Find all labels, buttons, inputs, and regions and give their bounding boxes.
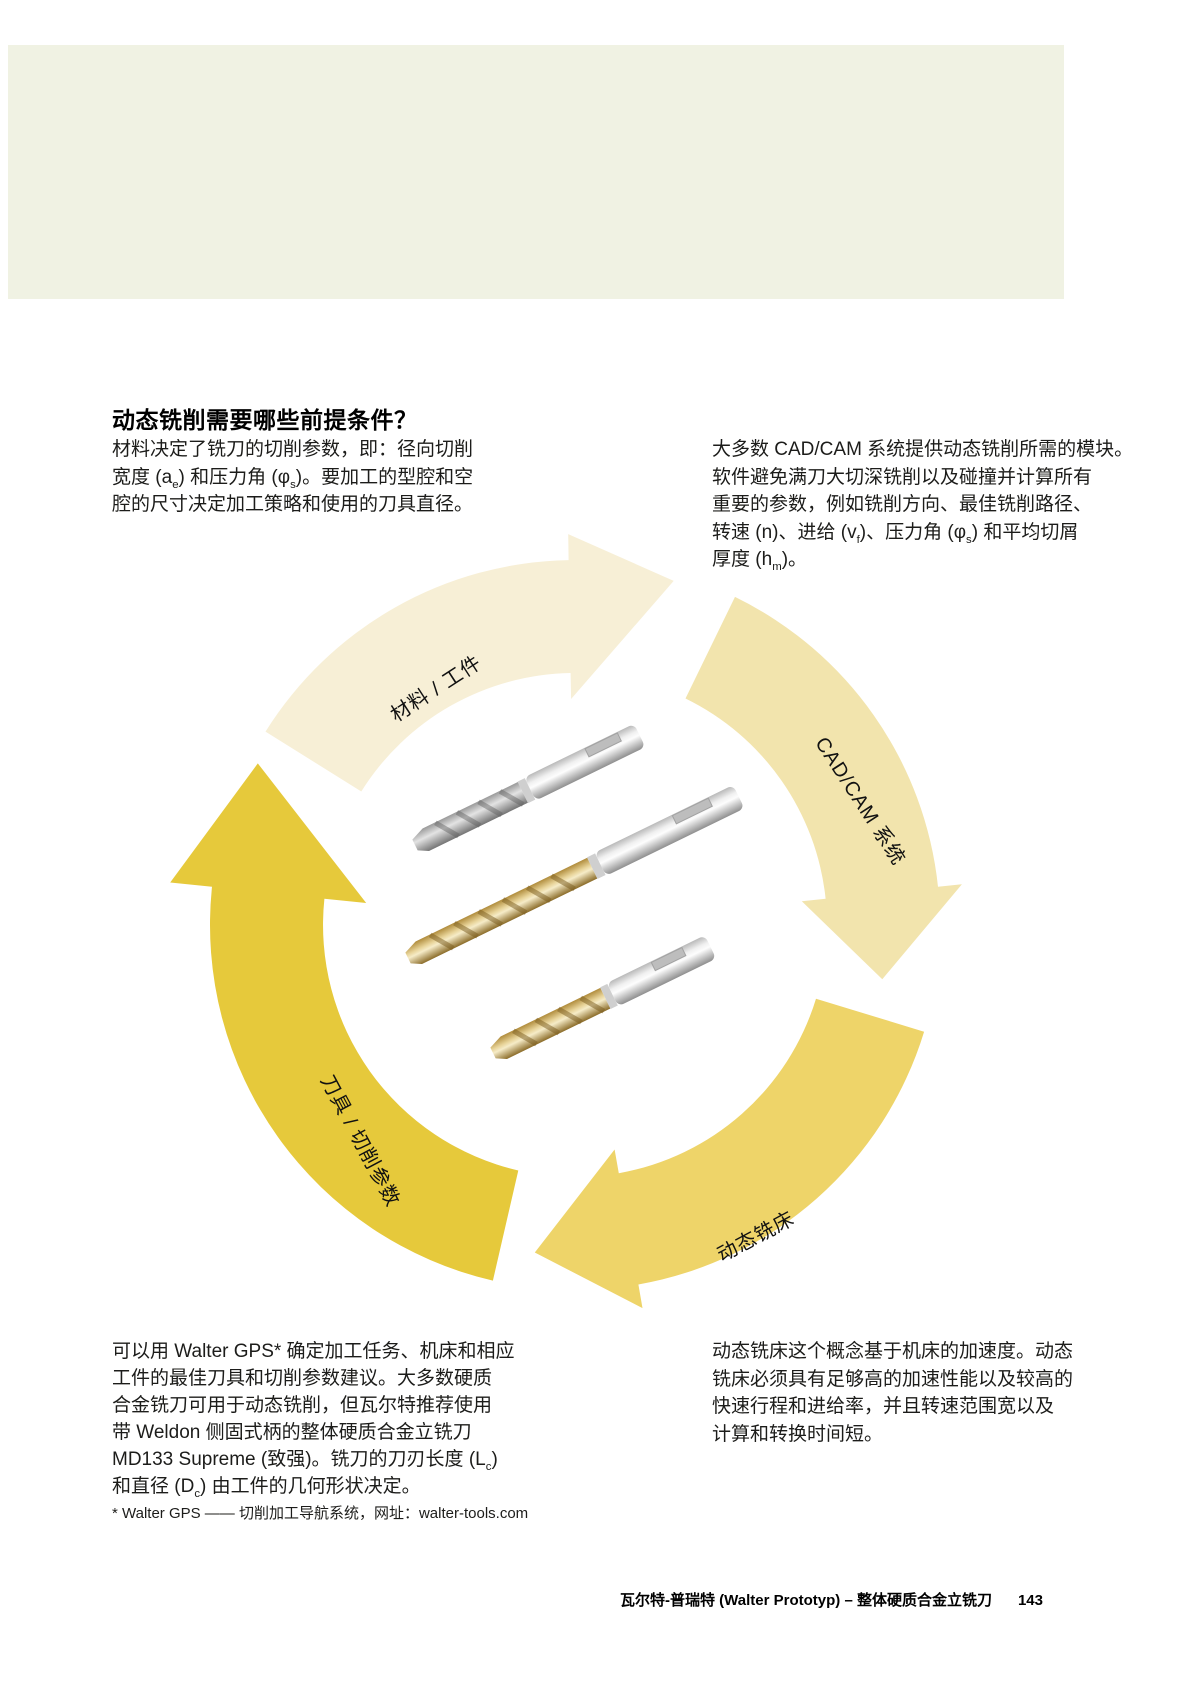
text-line: 软件避免满刀大切深铣削以及碰撞并计算所有 <box>712 466 1093 488</box>
cycle-ring-segments <box>170 534 962 1309</box>
footer-page-number: 143 <box>1017 1592 1043 1609</box>
text-line: 快速行程和进给率，并且转速范围宽以及 <box>712 1396 1055 1417</box>
text-line: 腔的尺寸决定加工策略和使用的刀具直径。 <box>112 494 474 515</box>
cycle-arrow-segment <box>534 998 925 1309</box>
text-line: 和直径 (Dc) 由工件的几何形状决定。 <box>112 1476 421 1500</box>
text-line: 可以用 Walter GPS* 确定加工任务、机床和相应 <box>112 1341 515 1362</box>
end-mill-photo-3 <box>490 937 715 1059</box>
text-line: 宽度 (ae) 和压力角 (φs)。要加工的型腔和空 <box>112 466 474 491</box>
text-line: 铣床必须具有足够高的加速性能以及较高的 <box>712 1368 1074 1390</box>
text-line: 工件的最佳刀具和切削参数建议。大多数硬质 <box>112 1368 493 1389</box>
page-footer: 瓦尔特-普瑞特 (Walter Prototyp) – 整体硬质合金立铣刀 14… <box>620 1589 1043 1610</box>
end-mill-photo-2 <box>405 787 743 964</box>
walter-gps-footnote: * Walter GPS —— 切削加工导航系统，网址：walter-tools… <box>112 1505 529 1522</box>
text-line: 重要的参数，例如铣削方向、最佳铣削路径、 <box>712 494 1093 515</box>
dynamic-milling-cycle-diagram: 材料 / 工件 CAD/CAM 系统 动态铣床 刀具 / 切削参数 <box>150 495 1000 1315</box>
text-line: MD133 Supreme (致强)。铣刀的刀刃长度 (Lc) <box>112 1449 498 1473</box>
text-line: 带 Weldon 侧固式柄的整体硬质合金立铣刀 <box>112 1422 472 1443</box>
text-line: 计算和转换时间短。 <box>712 1423 884 1445</box>
cycle-arrows-graphic <box>170 534 962 1309</box>
text-line: 合金铣刀可用于动态铣削，但瓦尔特推荐使用 <box>112 1395 493 1416</box>
cycle-arrow-segment <box>265 534 674 792</box>
bottom-left-paragraph: 可以用 Walter GPS* 确定加工任务、机床和相应 工件的最佳刀具和切削参… <box>112 1338 552 1500</box>
intro-right-paragraph: 大多数 CAD/CAM 系统提供动态铣削所需的模块。 软件避免满刀大切深铣削以及… <box>712 436 1152 574</box>
text-line: 厚度 (hm)。 <box>712 549 808 573</box>
cycle-arrow-segment <box>685 596 962 980</box>
text-line: 转速 (n)、进给 (vf)、压力角 (φs) 和平均切屑 <box>712 521 1079 546</box>
footer-title: 瓦尔特-普瑞特 (Walter Prototyp) – 整体硬质合金立铣刀 <box>620 1592 992 1609</box>
bottom-right-paragraph: 动态铣床这个概念基于机床的加速度。动态 铣床必须具有足够高的加速性能以及较高的 … <box>712 1338 1152 1448</box>
text-line: 材料决定了铣刀的切削参数，即：径向切削 <box>112 439 474 460</box>
text-line: 大多数 CAD/CAM 系统提供动态铣削所需的模块。 <box>712 439 1134 460</box>
text-line: 动态铣床这个概念基于机床的加速度。动态 <box>712 1341 1074 1362</box>
page-title: 动态铣削需要哪些前提条件？ <box>112 407 418 433</box>
end-mill-photo-1 <box>412 725 644 851</box>
intro-left-paragraph: 材料决定了铣刀的切削参数，即：径向切削 宽度 (ae) 和压力角 (φs)。要加… <box>112 436 542 519</box>
top-banner <box>8 45 1064 299</box>
cycle-arrow-segment <box>170 763 519 1281</box>
